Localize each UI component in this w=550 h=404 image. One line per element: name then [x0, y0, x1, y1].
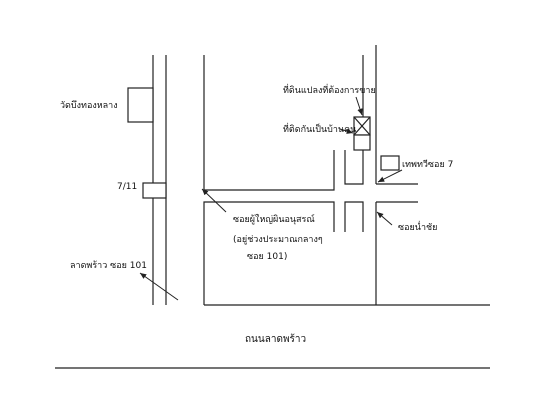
neighbor-plot — [353, 134, 371, 151]
thepharee-label: เทพทวีซอย 7 — [402, 159, 453, 170]
target-plot-label: ที่ดินแปลงที่ต้องการขาย — [283, 83, 376, 96]
arrow-thepharee — [377, 169, 403, 183]
soi-yai-note-line1: (อยู่ช่วงประมาณกลางๆ — [233, 235, 323, 245]
arrow-ladprao-101 — [139, 272, 179, 301]
soi-yai-note-line2: ซอย 101) — [247, 252, 287, 262]
ladprao-101-label: ลาดพร้าว ซอย 101 — [70, 260, 147, 271]
lower-block-outline — [203, 201, 335, 305]
arrow-namchai — [376, 211, 393, 226]
arrow-soi-yai — [201, 188, 227, 213]
thepharee-building — [380, 155, 400, 171]
lower-mid-block-outline — [344, 201, 364, 232]
ladprao-road-label: ถนนลาดพร้าว — [245, 333, 306, 345]
temple-building — [127, 87, 154, 123]
seven-eleven-label: 7/11 — [117, 182, 137, 192]
seven-eleven-shop — [142, 182, 167, 199]
arrow-target-plot — [355, 96, 363, 116]
temple-label: วัดบึงทองหลาง — [60, 100, 118, 111]
arrow-neighbor-plot — [339, 128, 354, 134]
upper-right-block-outline — [344, 150, 364, 185]
neighbor-plot-label: ที่ติดกันเป็นบ้านคน — [283, 122, 356, 135]
namchai-label: ซอยน่ำชัย — [398, 220, 437, 233]
target-plot-cross-b — [353, 116, 371, 136]
soi-yai-label: ซอยผู้ใหญ่ผินอนุสรณ์ — [233, 213, 315, 225]
upper-block-outline — [203, 55, 335, 191]
